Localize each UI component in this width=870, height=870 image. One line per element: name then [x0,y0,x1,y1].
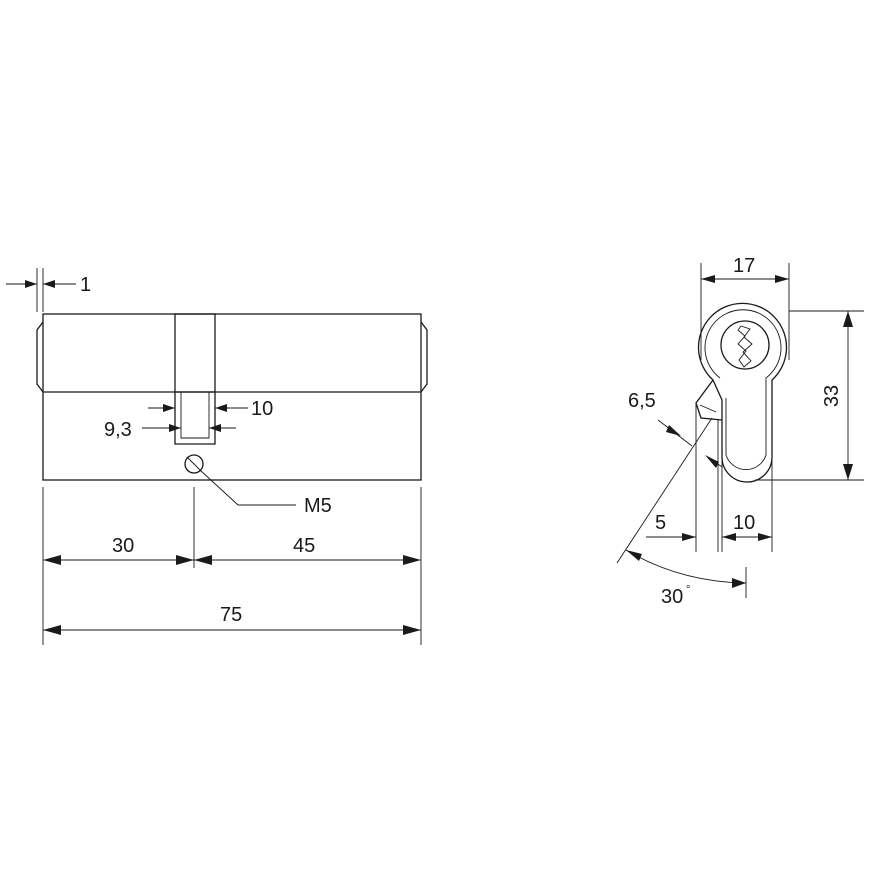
left-end-cap [36,321,44,393]
dim-inner-left-label: 9,3 [104,419,132,441]
cam-angle-arc [625,549,747,584]
dim-cam-angle-label: 30 [661,586,683,608]
dim-offset-label: 1 [80,274,91,296]
cam-slot-inner [180,392,210,439]
cylinder-body-outline [42,313,422,481]
dim-offset: 1 [6,268,91,312]
dim-right-length: 45 [194,535,421,565]
plug-circle [720,320,770,370]
dim-right-length-label: 45 [293,535,315,557]
dim-cam-offset: 6,5 [628,390,723,468]
dim-cam-gap-label: 5 [655,512,666,534]
dim-inner-right: 10 [148,398,273,420]
dim-cam-angle-degree: ° [686,584,690,596]
dim-thread: M5 [199,469,332,517]
dim-total-length-label: 75 [220,604,242,626]
dim-inner-right-label: 10 [251,398,273,420]
profile-inner-outline [704,309,782,471]
dim-cam-width-label: 10 [733,512,755,534]
dim-profile-height-label: 33 [821,385,843,407]
cam-slot-upper [174,313,216,393]
cam [695,379,723,421]
profile-outline [697,302,788,483]
side-extension-lines [42,487,422,645]
keyway [737,325,753,368]
dim-left-length: 30 [43,535,194,565]
right-end-cap [420,321,428,393]
dim-cam-width: 10 [722,512,772,541]
dim-cam-offset-label: 6,5 [628,390,656,412]
dim-left-length-label: 30 [112,535,134,557]
cam-angle-leg [616,417,713,564]
dim-cam-gap: 5 [646,512,696,541]
screw-hole [184,454,204,474]
dim-profile-width: 17 [700,255,790,360]
dim-thread-label: M5 [304,495,332,517]
dim-total-length: 75 [43,604,421,635]
cylinder-profile-view [695,302,788,483]
dim-inner-left: 9,3 [104,419,236,441]
dim-cam-angle: 30 ° [616,417,747,608]
cam-slot [174,392,216,445]
dim-profile-height: 33 [755,310,864,481]
screw-hole-mark [186,456,202,472]
cam-edge [699,404,717,413]
dim-profile-width-label: 17 [733,255,755,277]
cylinder-side-view [36,313,428,481]
